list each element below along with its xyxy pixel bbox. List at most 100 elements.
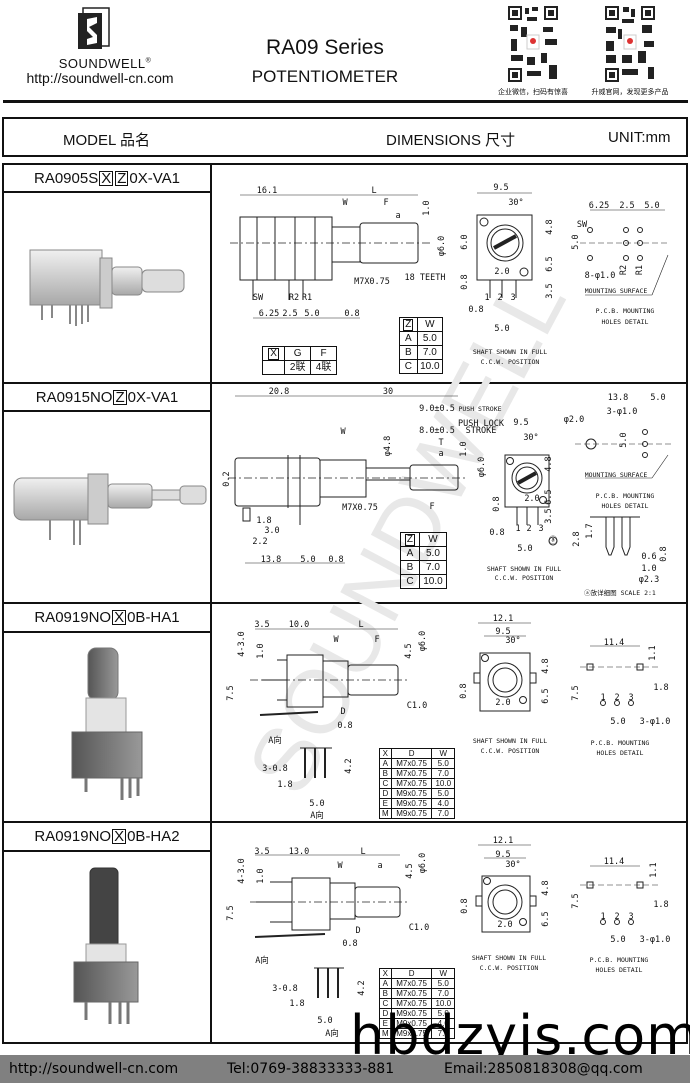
dimension-label: φ6.0 [418, 631, 428, 651]
table-cell: E [379, 798, 392, 809]
dimension-label: C.C.W. POSITION [480, 964, 539, 972]
dimension-label: W [337, 861, 343, 871]
dimension-label: 1.0 [422, 200, 432, 215]
dimension-label: 7.5 [571, 893, 581, 908]
dimension-label: 6.5 [541, 911, 551, 926]
dimension-label: 5.0 [610, 935, 625, 945]
dimension-label: 12.1 [493, 614, 513, 624]
dimension-label: 5.0 [644, 201, 659, 211]
dimension-label: 2.0 [495, 698, 510, 708]
column-header-bar [2, 117, 688, 157]
column-header-model: MODEL 品名 [63, 132, 150, 149]
table-cell: M9x0.75 [390, 798, 433, 809]
table-cell: W [431, 748, 455, 759]
dimension-label: SHAFT SHOWN IN FULL [487, 565, 561, 573]
side-view-ra0915no [228, 395, 468, 564]
table-cell: 5.0 [431, 758, 455, 769]
table-cell: A [379, 978, 392, 989]
dimension-label: 1.1 [649, 862, 659, 877]
dimension-label: F [374, 635, 379, 645]
table-cell: M7x0.75 [390, 778, 433, 789]
dimension-label: 16.1 [257, 186, 277, 196]
table-cell: 7.0 [431, 988, 455, 999]
footer-url[interactable]: http://soundwell-cn.com [9, 1061, 179, 1077]
table-cell: X [379, 748, 392, 759]
dimension-label: a [395, 211, 400, 221]
dimension-label: 5.0 [300, 555, 315, 565]
dimension-label: 2.8 [572, 531, 582, 546]
dimension-label: 0.6 [641, 552, 656, 562]
dimension-label: 12.1 [493, 836, 513, 846]
dimension-label: C1.0 [409, 923, 429, 933]
dimension-label: 1 [600, 693, 605, 703]
dimension-label: 1 [484, 293, 489, 303]
dimension-label: 2 [526, 524, 531, 534]
table-cell: D [390, 968, 433, 979]
page-subtitle: POTENTIOMETER [251, 67, 399, 86]
side-view-ra0919no-ha1 [250, 628, 410, 778]
qr-code-website[interactable] [604, 5, 656, 83]
dimension-label: 0.8 [489, 528, 504, 538]
dimension-label: φ6.0 [477, 457, 487, 477]
dimension-label: 5.0 [619, 432, 629, 447]
dimension-label: L [371, 186, 376, 196]
dimension-label: ⓐ放详细图 SCALE 2:1 [584, 588, 656, 597]
dimension-label: 1 [515, 524, 520, 534]
qr-caption-wechat: 企业微信，扫码有惊喜 [498, 89, 568, 96]
dimension-label: 6.5 [541, 688, 551, 703]
dimension-label: MOUNTING SURFACE [585, 471, 648, 479]
qr-code-wechat[interactable] [507, 5, 559, 83]
dimension-label: 30° [505, 860, 520, 870]
footer-email[interactable]: Email:2850818308@qq.com [444, 1061, 643, 1077]
dimension-label: φ6.0 [418, 853, 428, 873]
table-cell: C [379, 778, 392, 789]
dimension-label: L [358, 620, 363, 630]
dimension-label: 1.0 [641, 564, 656, 574]
dimension-label: 3.5 [545, 283, 555, 298]
dimension-label: PUSH LOCK [458, 419, 505, 429]
dimension-label: P.C.B. MOUNTING [591, 739, 650, 747]
dimension-label: 2.0 [524, 494, 539, 504]
table-cell: 7.0 [431, 768, 455, 779]
footer-bar [0, 1055, 690, 1083]
dimension-label: φ2.0 [564, 415, 584, 425]
dimension-label: 4-3.0 [237, 631, 247, 657]
table-cell: 5.0 [431, 788, 455, 799]
dimension-label: 1.0 [459, 441, 469, 456]
dimension-label: 4.8 [541, 658, 551, 673]
dimension-label: A向 [310, 810, 324, 821]
dimension-label: A向 [325, 1028, 339, 1039]
table-cell: 5.0 [431, 978, 455, 989]
dimension-label: 0.8 [342, 939, 357, 949]
dimension-label: 0.8 [659, 546, 669, 561]
dimension-label: 8.0±0.5 [419, 426, 455, 436]
dimension-label: 2.0 [494, 267, 509, 277]
dimension-label: 8-φ1.0 [585, 271, 616, 281]
dimension-label: 0.8 [460, 898, 470, 913]
row-divider [2, 410, 211, 412]
dimension-label: 11.4 [604, 857, 624, 867]
table-cell: M7x0.75 [390, 988, 433, 999]
table-cell: 7.0 [431, 808, 455, 819]
dimension-label: D [340, 707, 345, 717]
dimension-label: 3-φ1.0 [640, 717, 671, 727]
dimension-label: 1 [600, 912, 605, 922]
footer-tel: Tel:0769-38833333-881 [227, 1061, 395, 1077]
dimension-label: 9.5 [495, 627, 510, 637]
dimension-label: A向 [255, 955, 269, 966]
dimension-label: a [438, 449, 443, 459]
pcb-holes-ra0919no-ha1 [580, 645, 660, 706]
dimension-label: SHAFT SHOWN IN FULL [473, 348, 547, 356]
dimension-label: SHAFT SHOWN IN FULL [472, 954, 546, 962]
table-cell: B [379, 988, 392, 999]
header-url[interactable]: http://soundwell-cn.com [26, 70, 174, 86]
front-view-ra0905s [476, 192, 533, 298]
dimension-label: HOLES DETAIL [602, 318, 649, 326]
table-cell: A [379, 758, 392, 769]
dimension-label: 1.1 [648, 645, 658, 660]
row-divider [2, 850, 211, 852]
